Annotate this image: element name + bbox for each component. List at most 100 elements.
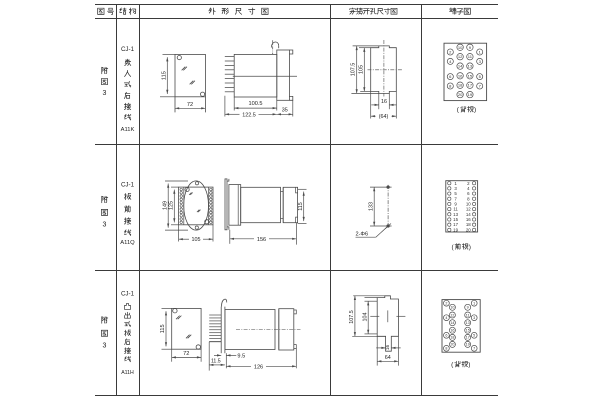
svg-text:107.5: 107.5 <box>349 310 355 324</box>
svg-text:13: 13 <box>468 64 473 69</box>
svg-text:12: 12 <box>450 313 454 317</box>
svg-text:(: ( <box>457 107 460 114</box>
svg-text:7: 7 <box>454 196 457 201</box>
svg-text:105: 105 <box>359 65 365 74</box>
svg-text:7: 7 <box>473 347 475 351</box>
svg-text:64: 64 <box>385 355 391 361</box>
svg-text:11.5: 11.5 <box>211 358 221 364</box>
svg-text:115: 115 <box>161 71 167 80</box>
svg-text:9: 9 <box>467 306 469 310</box>
svg-text:5: 5 <box>479 74 482 79</box>
svg-text:CJ-1: CJ-1 <box>121 181 135 188</box>
svg-text:2: 2 <box>449 49 452 54</box>
svg-text:1: 1 <box>454 181 457 186</box>
svg-text:8: 8 <box>467 196 470 201</box>
svg-text:125: 125 <box>168 201 174 210</box>
svg-text:3: 3 <box>473 316 475 320</box>
svg-text:104: 104 <box>362 313 368 322</box>
svg-text:(64): (64) <box>379 114 389 120</box>
svg-text:11: 11 <box>466 313 470 317</box>
svg-text:10: 10 <box>458 45 463 50</box>
svg-text:): ) <box>474 107 476 114</box>
svg-text:15: 15 <box>468 73 473 78</box>
svg-text:15: 15 <box>453 217 458 222</box>
svg-text:9: 9 <box>454 202 457 207</box>
svg-text:115: 115 <box>160 324 166 333</box>
svg-text:18: 18 <box>466 222 471 227</box>
svg-text:(: ( <box>451 362 454 369</box>
svg-text:14: 14 <box>450 321 454 325</box>
svg-text:3: 3 <box>479 59 482 64</box>
svg-text:133: 133 <box>368 202 374 211</box>
svg-text:14: 14 <box>458 64 463 69</box>
svg-text:CJ-1: CJ-1 <box>121 290 135 297</box>
svg-text:4: 4 <box>445 316 447 320</box>
svg-text:A11K: A11K <box>121 127 135 133</box>
svg-text:13: 13 <box>453 212 458 217</box>
svg-text:72: 72 <box>187 102 193 108</box>
svg-text:126: 126 <box>254 364 263 370</box>
svg-text:16: 16 <box>385 345 390 351</box>
svg-text:18: 18 <box>450 336 454 340</box>
svg-text:156: 156 <box>257 237 266 243</box>
svg-text:3: 3 <box>103 90 107 97</box>
svg-text:14: 14 <box>466 212 471 217</box>
svg-text:72: 72 <box>183 351 189 357</box>
svg-text:2-Φ6: 2-Φ6 <box>356 232 369 238</box>
svg-text:6: 6 <box>445 334 447 338</box>
svg-text:20: 20 <box>458 92 463 97</box>
svg-text:105: 105 <box>192 237 201 243</box>
svg-text:12: 12 <box>458 54 463 59</box>
svg-text:122.5: 122.5 <box>242 112 256 118</box>
svg-text:17: 17 <box>468 83 473 88</box>
svg-text:8: 8 <box>449 83 452 88</box>
svg-text:): ) <box>469 244 471 251</box>
svg-text:8: 8 <box>445 347 447 351</box>
svg-text:107.5: 107.5 <box>351 63 357 77</box>
svg-text:5: 5 <box>473 334 475 338</box>
svg-text:16: 16 <box>450 329 454 333</box>
svg-text:16: 16 <box>466 217 471 222</box>
svg-text:19: 19 <box>453 227 458 232</box>
svg-text:17: 17 <box>453 222 458 227</box>
svg-text:115: 115 <box>298 202 304 211</box>
svg-text:1: 1 <box>479 49 482 54</box>
svg-text:20: 20 <box>450 343 454 347</box>
svg-text:19: 19 <box>468 92 473 97</box>
svg-text:20: 20 <box>466 227 471 232</box>
svg-text:6: 6 <box>449 74 452 79</box>
svg-text:2: 2 <box>467 181 470 186</box>
svg-text:6: 6 <box>467 191 470 196</box>
svg-text:10: 10 <box>466 202 471 207</box>
svg-text:3: 3 <box>103 222 107 229</box>
svg-text:35: 35 <box>282 108 288 114</box>
svg-text:11: 11 <box>453 207 458 212</box>
svg-text:3: 3 <box>103 343 107 350</box>
svg-text:4: 4 <box>449 59 452 64</box>
svg-text:A11Q: A11Q <box>120 240 135 246</box>
svg-text:17: 17 <box>466 336 470 340</box>
svg-text:(: ( <box>451 244 454 251</box>
svg-text:19: 19 <box>466 343 470 347</box>
svg-text:13: 13 <box>466 321 470 325</box>
svg-text:100.5: 100.5 <box>249 101 263 107</box>
svg-text:18: 18 <box>458 83 463 88</box>
svg-text:9.5: 9.5 <box>237 353 245 359</box>
svg-text:16: 16 <box>381 99 387 105</box>
svg-text:3: 3 <box>454 186 457 191</box>
svg-text:A11H: A11H <box>121 370 134 376</box>
svg-text:16: 16 <box>458 73 463 78</box>
svg-text:149: 149 <box>162 201 168 210</box>
svg-text:): ) <box>468 362 470 369</box>
svg-text:4: 4 <box>467 186 470 191</box>
svg-text:15: 15 <box>466 329 470 333</box>
svg-text:7: 7 <box>479 83 482 88</box>
svg-text:11: 11 <box>468 54 473 59</box>
svg-text:10: 10 <box>450 306 454 310</box>
svg-text:CJ-1: CJ-1 <box>121 46 135 53</box>
svg-text:5: 5 <box>454 191 457 196</box>
svg-text:9: 9 <box>469 45 472 50</box>
svg-text:1: 1 <box>473 302 475 306</box>
svg-text:2: 2 <box>445 302 447 306</box>
svg-text:12: 12 <box>466 207 471 212</box>
